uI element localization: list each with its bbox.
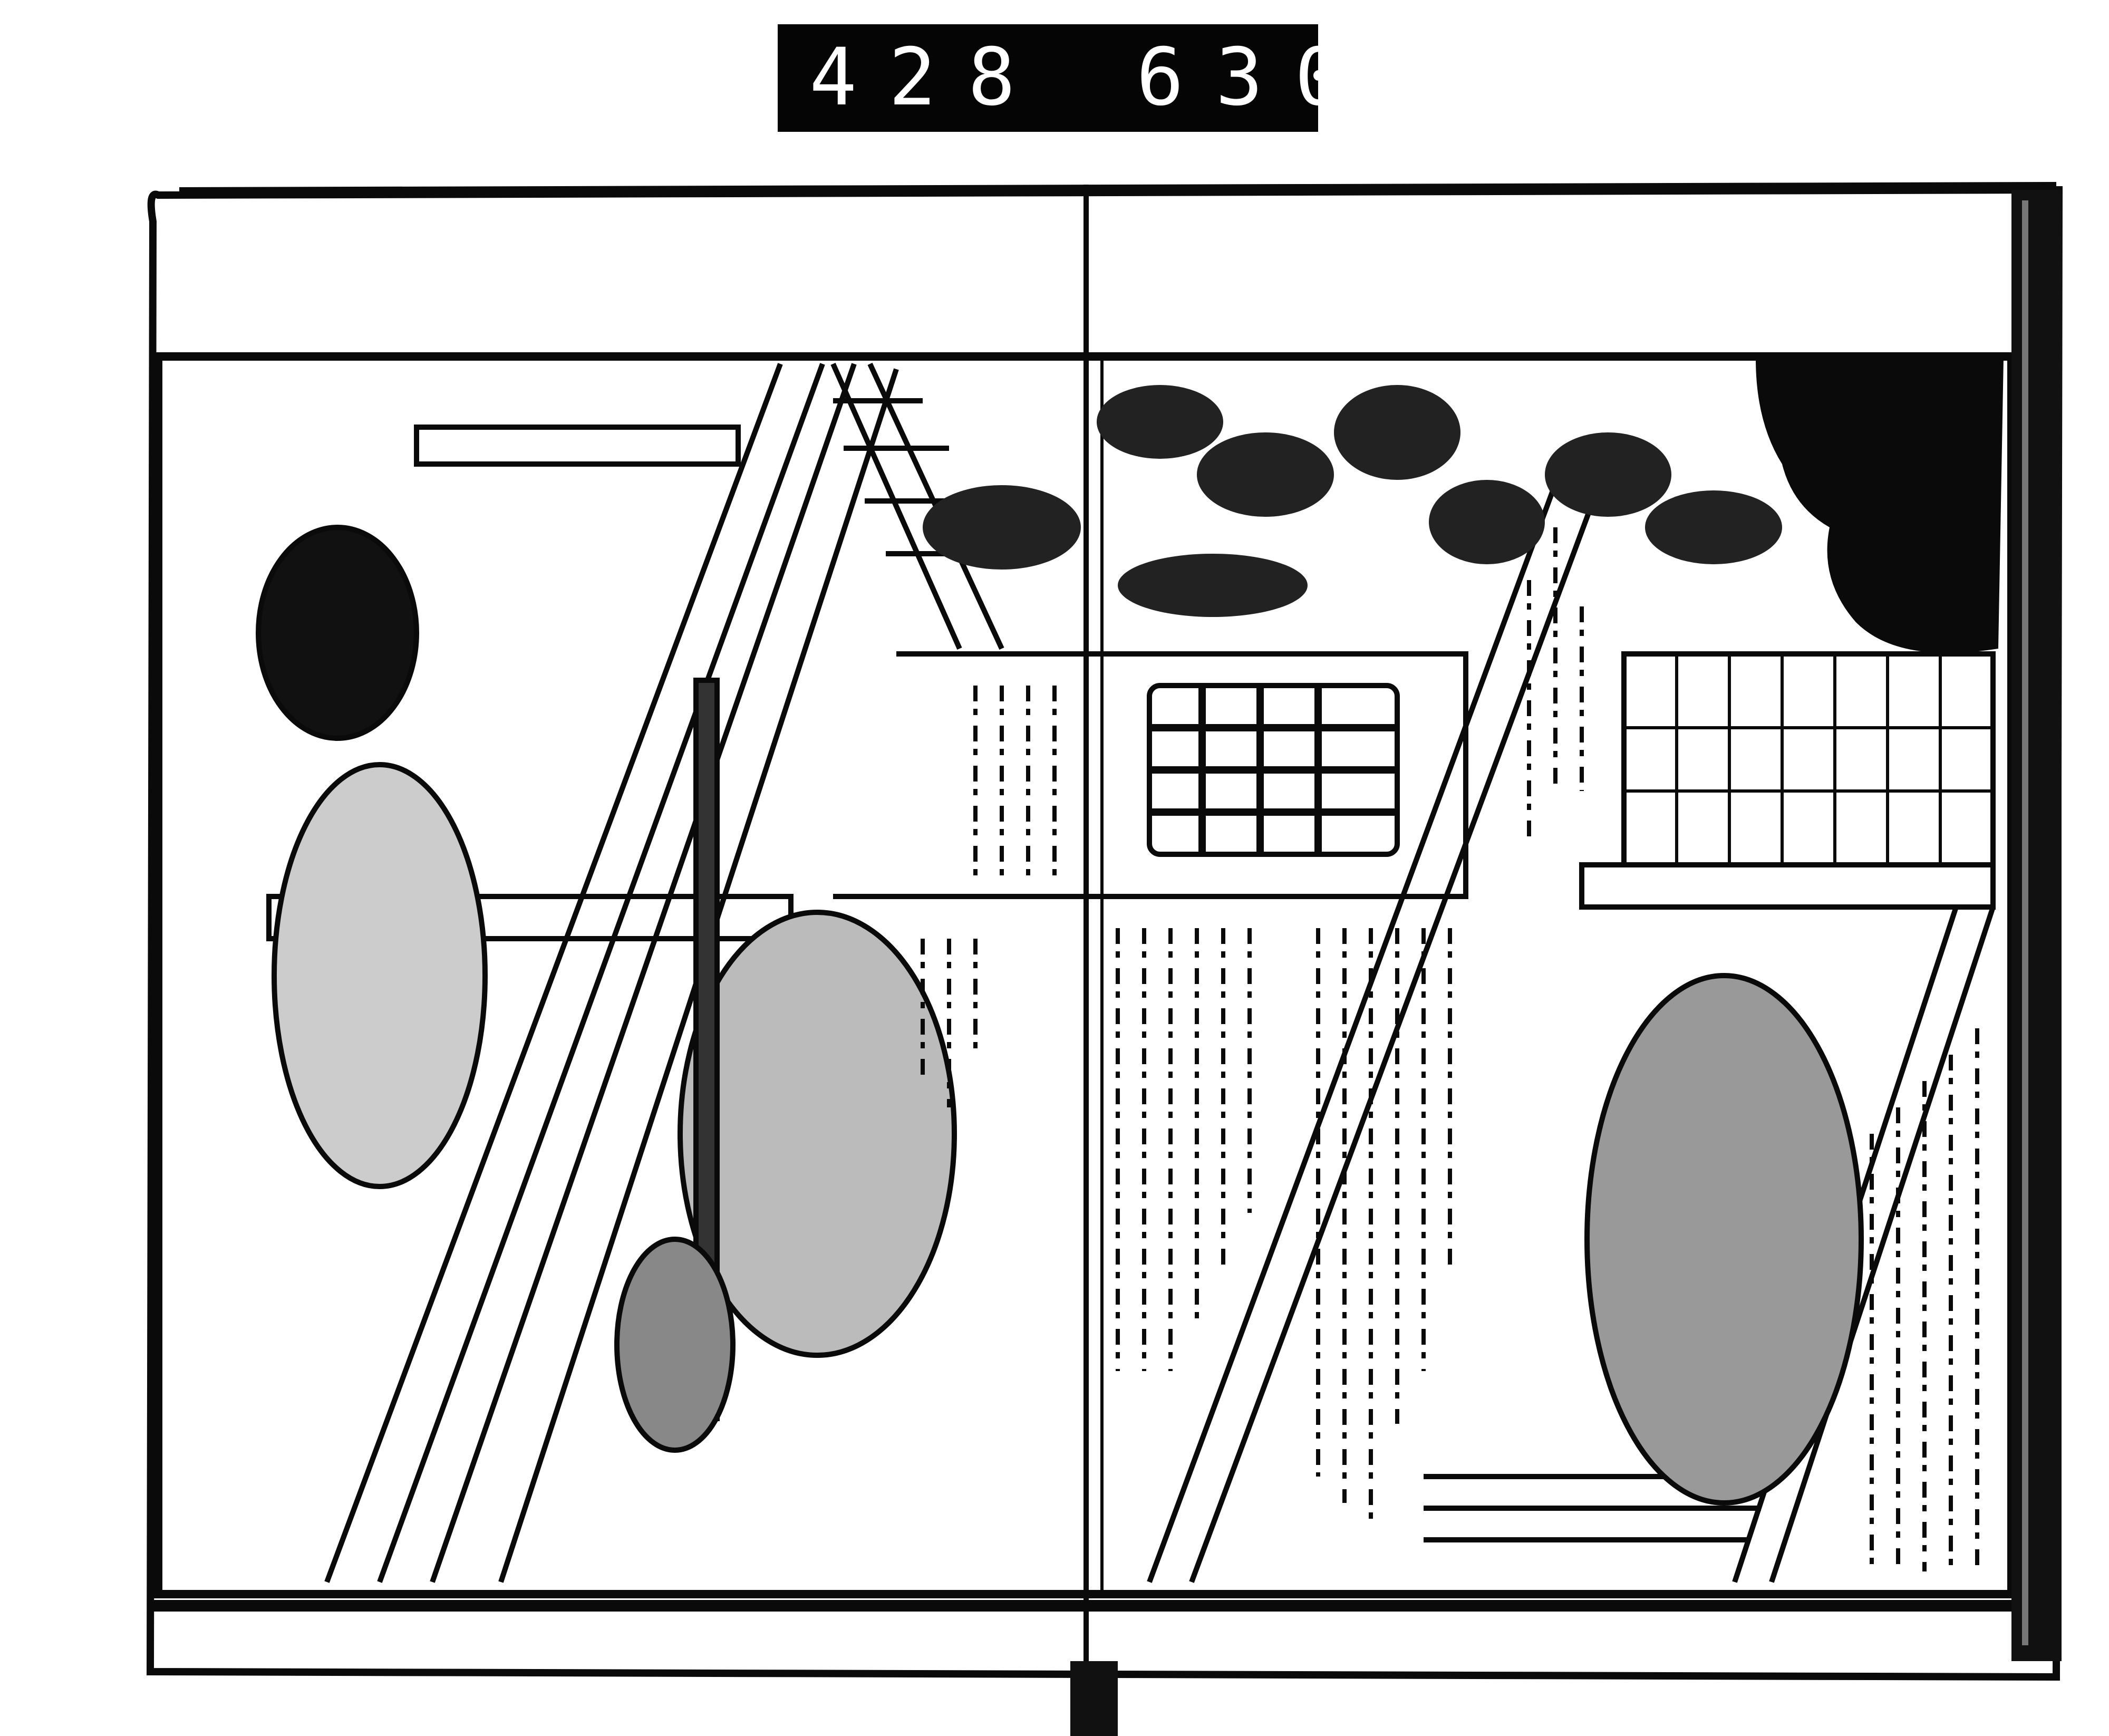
book-spine-edge [2011,190,2062,1661]
old-man-figure [272,762,488,1189]
basin [256,525,419,741]
figures [256,525,1864,1506]
bottom-spine-block [1070,1661,1118,1736]
night-sky [1756,359,2004,653]
pine-tree-foliage [923,385,1782,617]
right-catalog-number: 630. [1136,32,1454,123]
well-bucket [614,1237,736,1453]
veranda-beam [324,363,899,1583]
catalog-number-label: 428 630. [778,24,1421,132]
wall-diagonal [1147,468,1605,1583]
samurai-figure [678,910,957,1358]
left-catalog-number: 428 [809,32,1047,123]
couple-figures [1584,973,1864,1506]
eave [1579,862,1996,910]
top-edge-line [179,182,2057,192]
text-columns [921,527,1979,1571]
shoji-screen [1621,651,1996,867]
stone-wall [833,651,1468,899]
